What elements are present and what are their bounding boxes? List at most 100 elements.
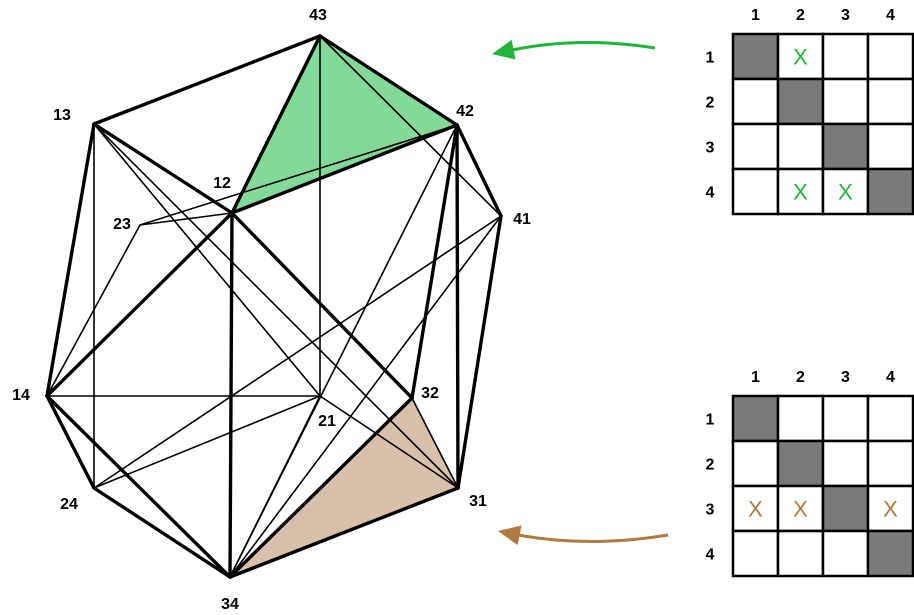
grid-cell [866,484,914,533]
tan-face [230,398,458,577]
column-header: 1 [751,7,760,24]
column-header: 3 [841,7,850,24]
edge-34-32 [228,396,414,579]
edge-34-42 [229,124,458,578]
grid-cell [731,122,780,171]
edge-24-21 [93,395,321,489]
edge-21-31 [319,395,459,489]
grid-cell [731,439,780,488]
cell-mark: X [793,180,808,205]
grid-cell [821,77,870,126]
edge-12-34 [228,211,234,579]
vertex-label-41: 41 [513,211,531,228]
edge-41-31 [456,214,503,490]
grid-cell [731,529,780,578]
cell-mark: X [793,45,808,70]
row-header: 2 [706,95,715,112]
grid-cell [866,167,914,216]
thick-edges [45,34,503,579]
edge-12-32 [230,211,414,400]
edge-14-34 [45,394,232,579]
cell-mark: X [838,180,853,205]
row-header: 3 [706,502,715,519]
vertex-label-42: 42 [456,103,474,120]
edge-43-13 [92,34,322,126]
grid-cell [776,167,825,216]
grid-cell [821,167,870,216]
grid-cell [821,484,870,533]
row-header: 1 [706,412,715,429]
edge-24-41 [93,215,502,489]
arrows [492,39,669,546]
edge-42-32 [410,123,459,400]
grid-cell [821,122,870,171]
grid-cell [731,167,780,216]
edge-43-12 [230,34,322,215]
green-face [232,36,457,213]
grid-cell [776,122,825,171]
grid-cell [821,394,870,443]
arrow-top-grid [492,39,656,60]
vertex-label-13: 13 [53,107,71,124]
edge-43-41 [319,35,502,217]
vertex-label-24: 24 [60,496,78,513]
edge-14-24 [45,394,96,490]
grid-cell [776,484,825,533]
cell-mark: X [793,497,808,522]
row-header: 2 [706,457,715,474]
cell-mark: X [748,497,763,522]
edge-23-42 [139,124,458,226]
row-header: 3 [706,140,715,157]
column-header: 3 [841,369,850,386]
grid-cell [866,77,914,126]
grid-cell [821,529,870,578]
vertex-label-31: 31 [469,493,487,510]
column-header: 2 [796,369,805,386]
vertex-label-12: 12 [213,175,231,192]
edge-12-14 [45,211,234,398]
grid-cell [821,439,870,488]
vertex-label-34: 34 [221,596,239,613]
vertex-label-23: 23 [113,216,131,233]
edge-43-42 [318,34,459,127]
edge-12-42 [230,123,459,215]
grid-cell [731,32,780,81]
grid-cell [776,394,825,443]
grid-cell [866,439,914,488]
grid-cell [866,32,914,81]
grid-cell [731,77,780,126]
edge-24-34 [92,486,232,579]
grid-cell [776,439,825,488]
grid-cell [866,394,914,443]
arrow-bottom-grid [498,525,669,546]
highlighted-faces [230,36,458,577]
grid-cell [776,529,825,578]
cell-mark: X [883,497,898,522]
edge-32-31 [411,397,459,489]
edge-13-31 [93,123,459,489]
row-header: 4 [706,547,715,564]
row-header: 4 [706,185,715,202]
grid-cell [866,529,914,578]
edge-13-14 [45,122,96,398]
column-header: 4 [886,7,895,24]
grid-cell [866,122,914,171]
edge-12-23 [139,212,233,226]
edge-42-41 [455,123,503,218]
edge-23-14 [46,224,141,397]
vertex-label-14: 14 [12,387,30,404]
edge-34-31 [228,486,460,579]
grid-cell [731,394,780,443]
column-header: 1 [751,369,760,386]
column-header: 2 [796,7,805,24]
vertex-label-43: 43 [309,7,327,24]
edge-42-31 [455,123,460,490]
row-header: 1 [706,50,715,67]
vertex-label-32: 32 [421,385,439,402]
grid-cell [821,32,870,81]
